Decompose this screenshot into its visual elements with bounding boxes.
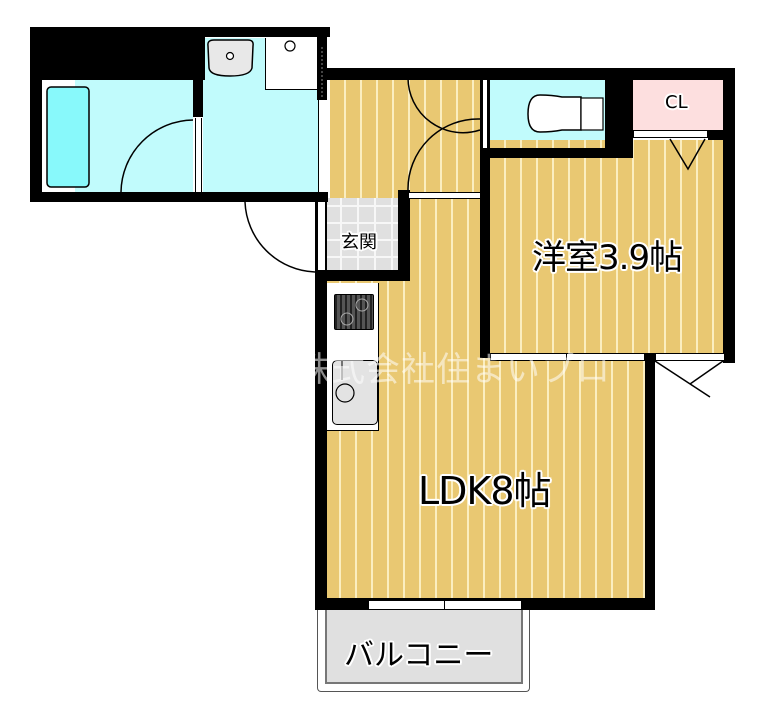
door-opening [195, 118, 202, 192]
ldk-floor-main [325, 355, 648, 603]
wall [605, 68, 633, 158]
western-room-floor [490, 140, 726, 355]
sliding-door-ldk [490, 353, 645, 361]
wall [708, 130, 725, 140]
wall [723, 68, 735, 363]
bathtub-icon [46, 86, 90, 188]
window-swing-icon [654, 360, 711, 398]
wall [30, 27, 42, 202]
corridor-floor [330, 78, 480, 198]
ldk-label: LDK8帖 [418, 469, 552, 513]
wall [480, 148, 490, 358]
watermark: 株式会社住まいプロ [296, 350, 611, 390]
balcony-floor [325, 610, 523, 684]
wall [30, 192, 328, 202]
kitchen-sink-icon [332, 360, 378, 425]
toilet-door-opening [482, 80, 488, 150]
wall [315, 270, 410, 281]
toilet-tank-icon [580, 97, 604, 131]
wall [398, 190, 410, 280]
wall [315, 270, 327, 610]
wall [30, 27, 205, 80]
wall [645, 353, 655, 608]
toilet-icon [527, 94, 582, 133]
burner-icon [340, 312, 354, 326]
sink-drain-icon [335, 383, 355, 403]
wall [193, 27, 203, 117]
sliding-door [321, 47, 324, 97]
western-room-label: 洋室3.9帖 [532, 238, 683, 278]
entrance-door-opening [317, 202, 325, 272]
stove-icon [334, 294, 374, 330]
entrance-door-swing-icon [244, 201, 316, 273]
entrance-label: 玄関 [341, 232, 377, 253]
door-opening [318, 100, 325, 192]
drain-icon [284, 40, 296, 52]
closet-label: CL [665, 92, 688, 113]
door-swing-icon [120, 119, 194, 193]
door-swing-icon [407, 77, 481, 134]
window-divider [444, 600, 445, 612]
door-divider [566, 353, 567, 361]
closet-door-swing-icon [669, 138, 706, 171]
balcony-window [368, 600, 522, 610]
wall [480, 148, 610, 158]
balcony-label: バルコニー [344, 638, 494, 673]
door-swing-icon [407, 118, 481, 191]
burner-icon [355, 298, 369, 312]
closet-door [633, 130, 708, 138]
bathroom-floor [75, 80, 193, 193]
window [655, 353, 725, 361]
closet-floor [633, 78, 723, 130]
entrance-floor-overlay [325, 198, 405, 273]
